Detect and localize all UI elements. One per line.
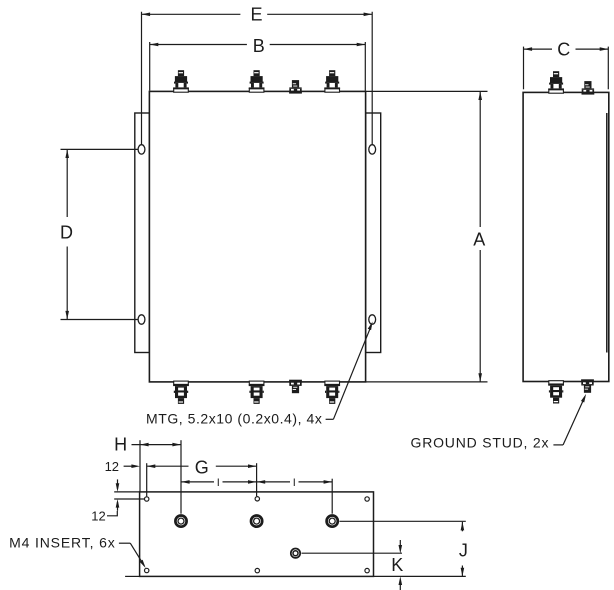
svg-text:E: E	[250, 5, 262, 25]
svg-text:D: D	[60, 223, 73, 243]
svg-text:C: C	[557, 39, 570, 59]
svg-text:I: I	[293, 477, 296, 489]
svg-text:I: I	[217, 477, 220, 489]
svg-text:G: G	[195, 458, 209, 478]
svg-text:GROUND STUD, 2x: GROUND STUD, 2x	[411, 435, 550, 451]
svg-text:M4 INSERT, 6x: M4 INSERT, 6x	[9, 535, 116, 551]
svg-text:A: A	[473, 230, 485, 250]
svg-text:MTG, 5.2x10 (0.2x0.4), 4x: MTG, 5.2x10 (0.2x0.4), 4x	[146, 410, 322, 426]
svg-text:B: B	[253, 36, 265, 56]
svg-text:H: H	[114, 434, 127, 454]
svg-text:12: 12	[105, 459, 119, 474]
svg-text:J: J	[459, 541, 468, 561]
svg-text:K: K	[391, 555, 403, 575]
svg-text:12: 12	[91, 509, 105, 524]
